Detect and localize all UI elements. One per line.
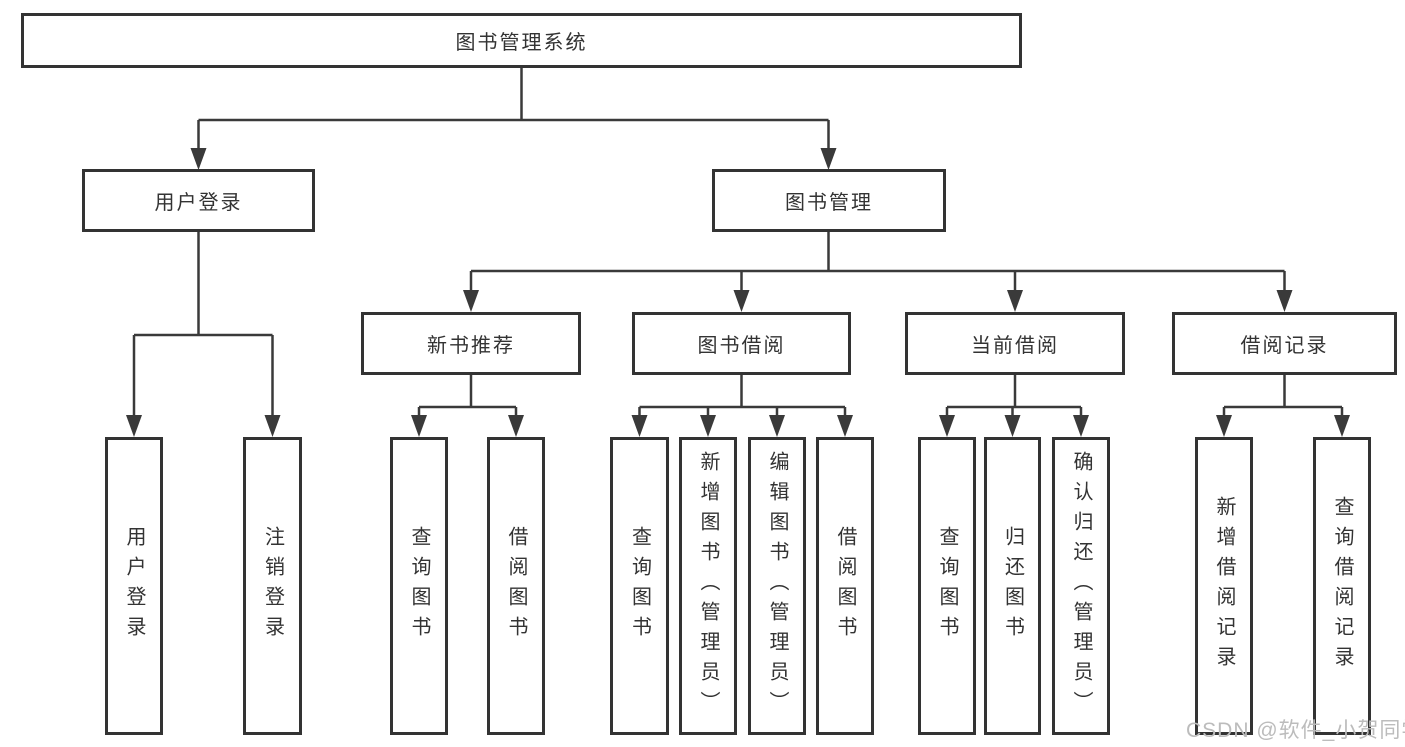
leaf-logout-label: 注销登录 <box>261 526 284 646</box>
node-book-management: 图书管理 <box>712 169 946 232</box>
node-user-login: 用户登录 <box>82 169 315 232</box>
leaf-confirm-return-admin-label: 确认归还（管理员） <box>1070 451 1092 721</box>
csdn-watermark: CSDN @软件_小贺同学 <box>1186 719 1405 742</box>
leaf-edit-book-admin: 编辑图书（管理员） <box>748 437 806 735</box>
leaf-newrec-borrow-book: 借阅图书 <box>487 437 545 735</box>
node-borrow-record-label: 借阅记录 <box>1240 335 1329 357</box>
node-new-book-recommend-label: 新书推荐 <box>427 335 515 357</box>
leaf-confirm-return-admin: 确认归还（管理员） <box>1052 437 1110 735</box>
leaf-query-borrow-record: 查询借阅记录 <box>1313 437 1371 735</box>
leaf-newrec-borrow-book-label: 借阅图书 <box>505 526 527 646</box>
leaf-edit-book-admin-label: 编辑图书（管理员） <box>766 451 788 721</box>
leaf-current-query-book-label: 查询图书 <box>936 526 958 646</box>
arrowheads <box>126 148 1350 437</box>
leaf-current-query-book: 查询图书 <box>918 437 976 735</box>
leaf-add-borrow-record: 新增借阅记录 <box>1195 437 1253 735</box>
node-current-borrow-label: 当前借阅 <box>971 335 1059 357</box>
node-book-borrow-label: 图书借阅 <box>697 335 786 357</box>
node-book-management-label: 图书管理 <box>785 192 873 214</box>
leaf-return-book-label: 归还图书 <box>1001 526 1024 646</box>
node-new-book-recommend: 新书推荐 <box>361 312 581 375</box>
leaf-newrec-query-book-label: 查询图书 <box>408 526 430 646</box>
leaf-query-borrow-record-label: 查询借阅记录 <box>1331 496 1353 676</box>
leaf-add-borrow-record-label: 新增借阅记录 <box>1213 496 1235 676</box>
leaf-newrec-query-book: 查询图书 <box>390 437 448 735</box>
node-book-borrow: 图书借阅 <box>632 312 851 375</box>
leaf-borrow-book: 借阅图书 <box>816 437 874 735</box>
leaf-user-login-label: 用户登录 <box>123 526 145 646</box>
leaf-borrow-book-label: 借阅图书 <box>834 526 856 646</box>
leaf-user-login: 用户登录 <box>105 437 163 735</box>
leaf-add-book-admin-label: 新增图书（管理员） <box>697 451 719 721</box>
node-current-borrow: 当前借阅 <box>905 312 1125 375</box>
node-borrow-record: 借阅记录 <box>1172 312 1397 375</box>
leaf-add-book-admin: 新增图书（管理员） <box>679 437 737 735</box>
node-root-label: 图书管理系统 <box>455 32 588 54</box>
node-user-login-label: 用户登录 <box>154 192 243 214</box>
leaf-return-book: 归还图书 <box>984 437 1041 735</box>
leaf-borrow-query-book: 查询图书 <box>610 437 669 735</box>
leaf-borrow-query-book-label: 查询图书 <box>628 526 651 646</box>
leaf-logout: 注销登录 <box>243 437 302 735</box>
node-root: 图书管理系统 <box>21 13 1022 68</box>
